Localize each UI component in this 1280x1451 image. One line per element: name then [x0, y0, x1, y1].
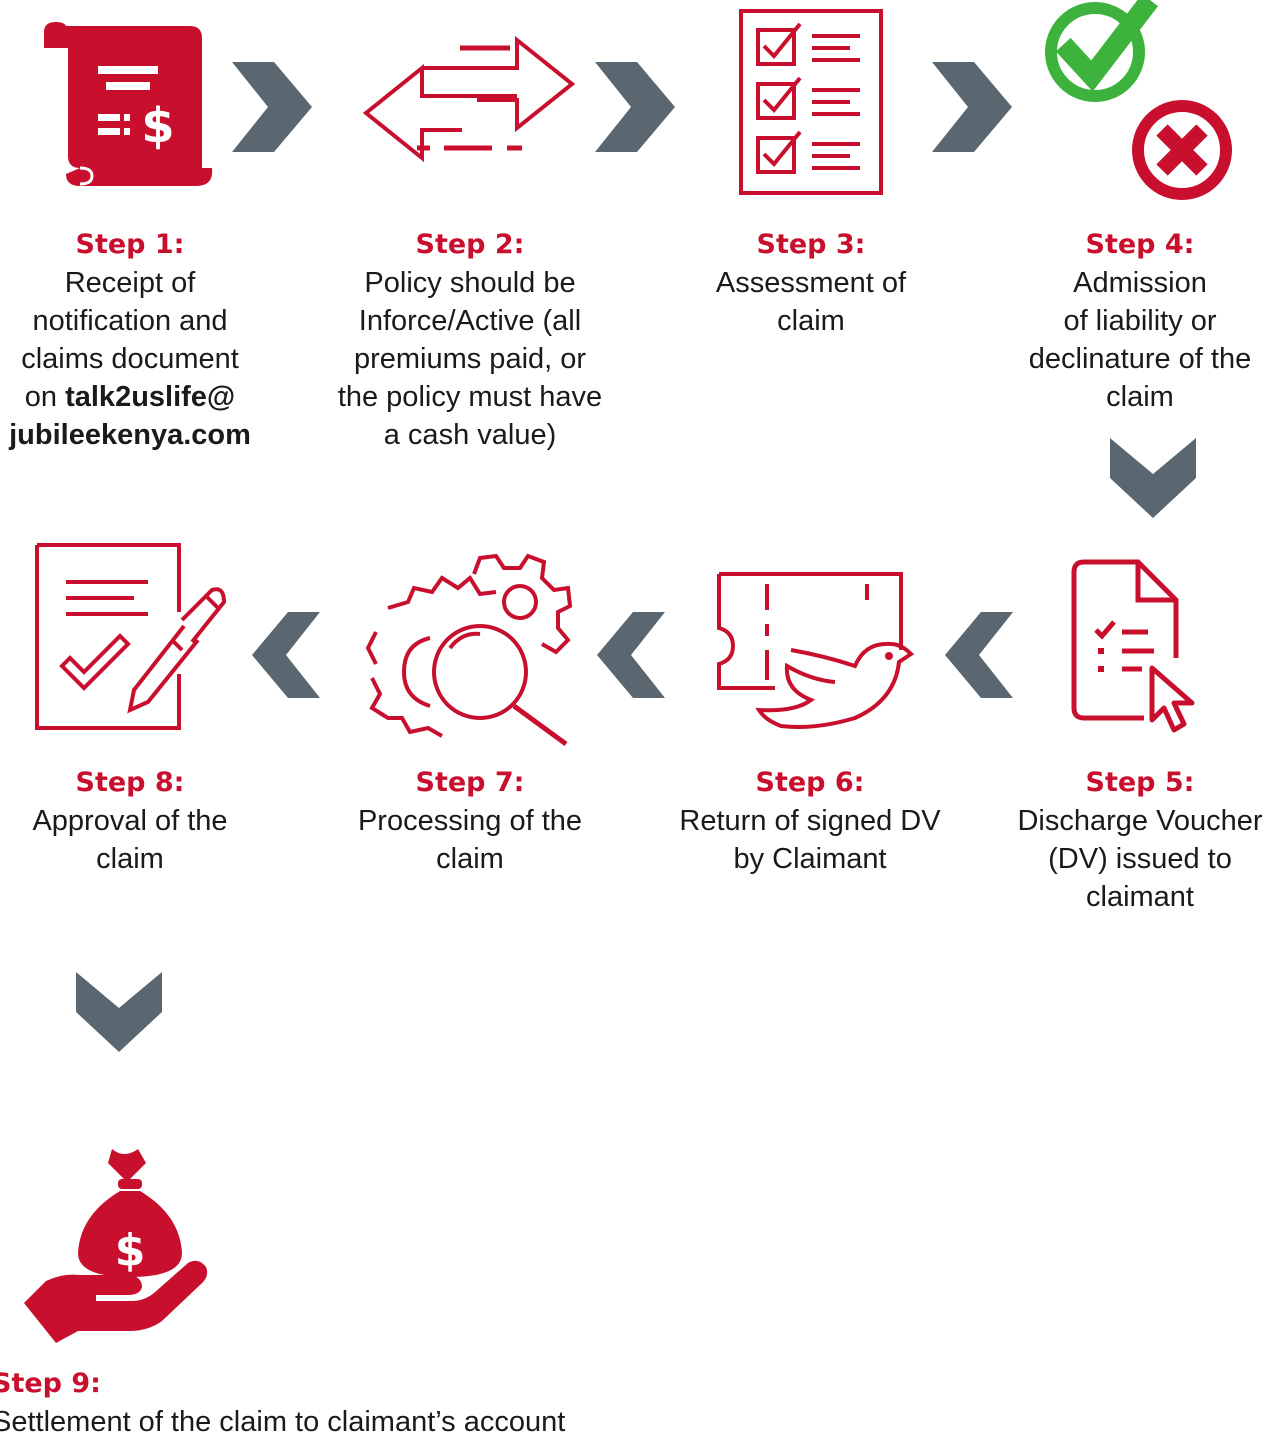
step-9: Step 9: Settlement of the claim to claim…	[0, 1365, 692, 1441]
gears-magnifier-icon	[365, 553, 573, 747]
step-title: Step 9:	[0, 1368, 101, 1399]
step-title: Step 7:	[415, 767, 525, 798]
step-title: Step 6:	[755, 767, 865, 798]
arrow-right-icon	[932, 62, 1012, 152]
arrow-left-icon	[252, 612, 320, 698]
step-title: Step 5:	[1085, 767, 1195, 798]
step-line: Admission	[1073, 267, 1207, 299]
accept-reject-icon	[1045, 0, 1232, 200]
step-line: premiums paid, or	[353, 343, 587, 375]
step-6: Step 6: Return of signed DV by Claimant	[660, 764, 960, 878]
step-5: Step 5: Discharge Voucher (DV) issued to…	[1000, 764, 1280, 916]
step-title: Step 1:	[75, 229, 185, 260]
ticket-bird-icon	[717, 572, 915, 729]
step-line: Processing of the	[357, 805, 583, 837]
step-2: Step 2: Policy should be Inforce/Active …	[320, 226, 620, 454]
step-line: by Claimant	[733, 843, 887, 875]
step-line: (DV) issued to	[1048, 843, 1232, 875]
step-7: Step 7: Processing of the claim	[330, 764, 610, 878]
step-4: Step 4: Admission of liability or declin…	[1006, 226, 1274, 416]
step-title: Step 8:	[75, 767, 185, 798]
arrow-down-icon	[1110, 438, 1196, 518]
step-line: Approval of the	[32, 805, 228, 837]
step-line: Discharge Voucher	[1017, 805, 1263, 837]
step-line: the policy must have	[337, 381, 603, 413]
receipt-scroll-icon: $	[44, 22, 213, 186]
money-bag-hand-icon: $	[24, 1149, 208, 1343]
svg-text:$: $	[141, 98, 174, 154]
step-line: a cash value)	[383, 419, 557, 451]
exchange-arrows-icon	[362, 35, 576, 163]
step-line: claim	[1106, 381, 1174, 413]
step-title: Step 3:	[756, 229, 866, 260]
email-prefix: on	[24, 381, 66, 413]
step-line: claim	[436, 843, 504, 875]
step-3: Step 3: Assessment of claim	[670, 226, 952, 340]
arrow-right-icon	[595, 62, 675, 152]
step-line: Policy should be	[364, 267, 576, 299]
email-link[interactable]: jubileekenya.com	[9, 419, 251, 451]
svg-text:$: $	[115, 1225, 146, 1276]
step-title: Step 4:	[1085, 229, 1195, 260]
arrow-left-icon	[945, 612, 1013, 698]
step-line: declinature of the	[1028, 343, 1252, 375]
arrow-left-icon	[597, 612, 665, 698]
step-8: Step 8: Approval of the claim	[0, 764, 260, 878]
step-line: claim	[96, 843, 164, 875]
email-link[interactable]: talk2uslife@	[65, 381, 236, 413]
document-pen-icon	[35, 543, 227, 730]
step-line: of liability or	[1063, 305, 1217, 337]
step-line: Return of signed DV	[679, 805, 941, 837]
step-line: claims document	[21, 343, 239, 375]
step-title: Step 2:	[415, 229, 525, 260]
arrow-right-icon	[232, 62, 312, 152]
email-line: on talk2uslife@	[0, 378, 260, 416]
document-click-icon	[1071, 559, 1195, 733]
step-line: claim	[777, 305, 845, 337]
step-line: Settlement of the claim to claimant’s ac…	[0, 1406, 566, 1438]
step-1: Step 1: Receipt of notification and clai…	[0, 226, 260, 454]
step-line: notification and	[32, 305, 228, 337]
step-line: Assessment of	[715, 267, 907, 299]
email-line: jubileekenya.com	[0, 416, 260, 454]
step-line: Receipt of	[64, 267, 196, 299]
step-line: claimant	[1086, 881, 1194, 913]
step-line: Inforce/Active (all	[358, 305, 582, 337]
checklist-icon	[739, 9, 883, 195]
arrow-down-icon	[76, 972, 162, 1052]
